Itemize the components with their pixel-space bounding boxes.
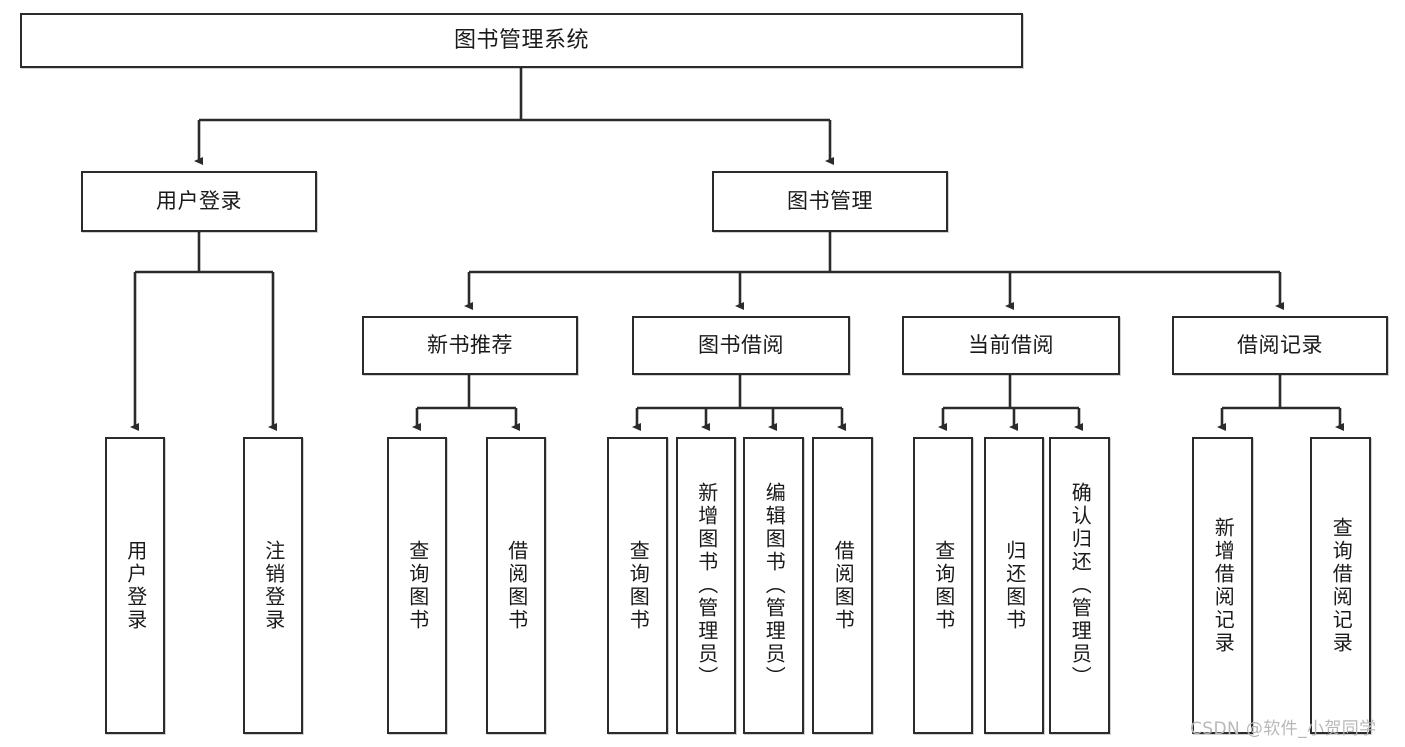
node-leaf-query-record[interactable]: 查询借阅记录	[1310, 437, 1371, 734]
node-leaf-return-book-label: 归还图书	[1002, 539, 1027, 632]
node-leaf-add-book[interactable]: 新增图书（管理员）	[676, 437, 736, 734]
node-current-borrow-label: 当前借阅	[968, 333, 1054, 358]
node-book-borrow-label: 图书借阅	[698, 333, 784, 358]
node-leaf-add-record-label: 新增借阅记录	[1211, 516, 1236, 655]
node-leaf-query-book-rec-label: 查询图书	[405, 539, 430, 632]
node-borrow-record-label: 借阅记录	[1237, 333, 1323, 358]
node-leaf-user-logout-label: 注销登录	[261, 539, 286, 632]
node-leaf-user-login[interactable]: 用户登录	[105, 437, 165, 734]
node-leaf-confirm-return[interactable]: 确认归还（管理员）	[1049, 437, 1110, 734]
node-leaf-edit-book-label: 编辑图书（管理员）	[762, 482, 787, 689]
node-root[interactable]: 图书管理系统	[20, 13, 1023, 68]
node-new-book-rec[interactable]: 新书推荐	[362, 316, 578, 375]
node-leaf-query-book-cb[interactable]: 查询图书	[913, 437, 973, 734]
node-leaf-borrow-book-rec-label: 借阅图书	[504, 539, 529, 632]
watermark-text: CSDN @软件_小贺同学	[1190, 719, 1377, 739]
node-leaf-add-record[interactable]: 新增借阅记录	[1192, 437, 1253, 734]
node-leaf-borrow-book-rec[interactable]: 借阅图书	[486, 437, 546, 734]
node-leaf-user-logout[interactable]: 注销登录	[243, 437, 303, 734]
node-leaf-query-book-bb[interactable]: 查询图书	[607, 437, 668, 734]
node-leaf-return-book[interactable]: 归还图书	[984, 437, 1044, 734]
node-root-label: 图书管理系统	[453, 27, 589, 53]
node-leaf-query-book-cb-label: 查询图书	[931, 539, 956, 632]
node-leaf-query-record-label: 查询借阅记录	[1329, 516, 1354, 655]
node-leaf-query-book-bb-label: 查询图书	[626, 539, 651, 632]
node-leaf-edit-book[interactable]: 编辑图书（管理员）	[743, 437, 804, 734]
node-leaf-query-book-rec[interactable]: 查询图书	[387, 437, 447, 734]
node-leaf-user-login-label: 用户登录	[123, 539, 148, 632]
node-leaf-confirm-return-label: 确认归还（管理员）	[1068, 482, 1093, 689]
node-book-manage[interactable]: 图书管理	[712, 171, 948, 232]
node-leaf-borrow-book-bb-label: 借阅图书	[831, 539, 856, 632]
node-borrow-record[interactable]: 借阅记录	[1172, 316, 1388, 375]
node-leaf-borrow-book-bb[interactable]: 借阅图书	[812, 437, 873, 734]
node-user-login[interactable]: 用户登录	[81, 171, 317, 232]
node-user-login-label: 用户登录	[156, 189, 242, 214]
node-leaf-add-book-label: 新增图书（管理员）	[694, 482, 719, 689]
node-book-manage-label: 图书管理	[787, 189, 873, 214]
node-current-borrow[interactable]: 当前借阅	[902, 316, 1120, 375]
node-book-borrow[interactable]: 图书借阅	[632, 316, 850, 375]
node-new-book-rec-label: 新书推荐	[427, 333, 513, 358]
